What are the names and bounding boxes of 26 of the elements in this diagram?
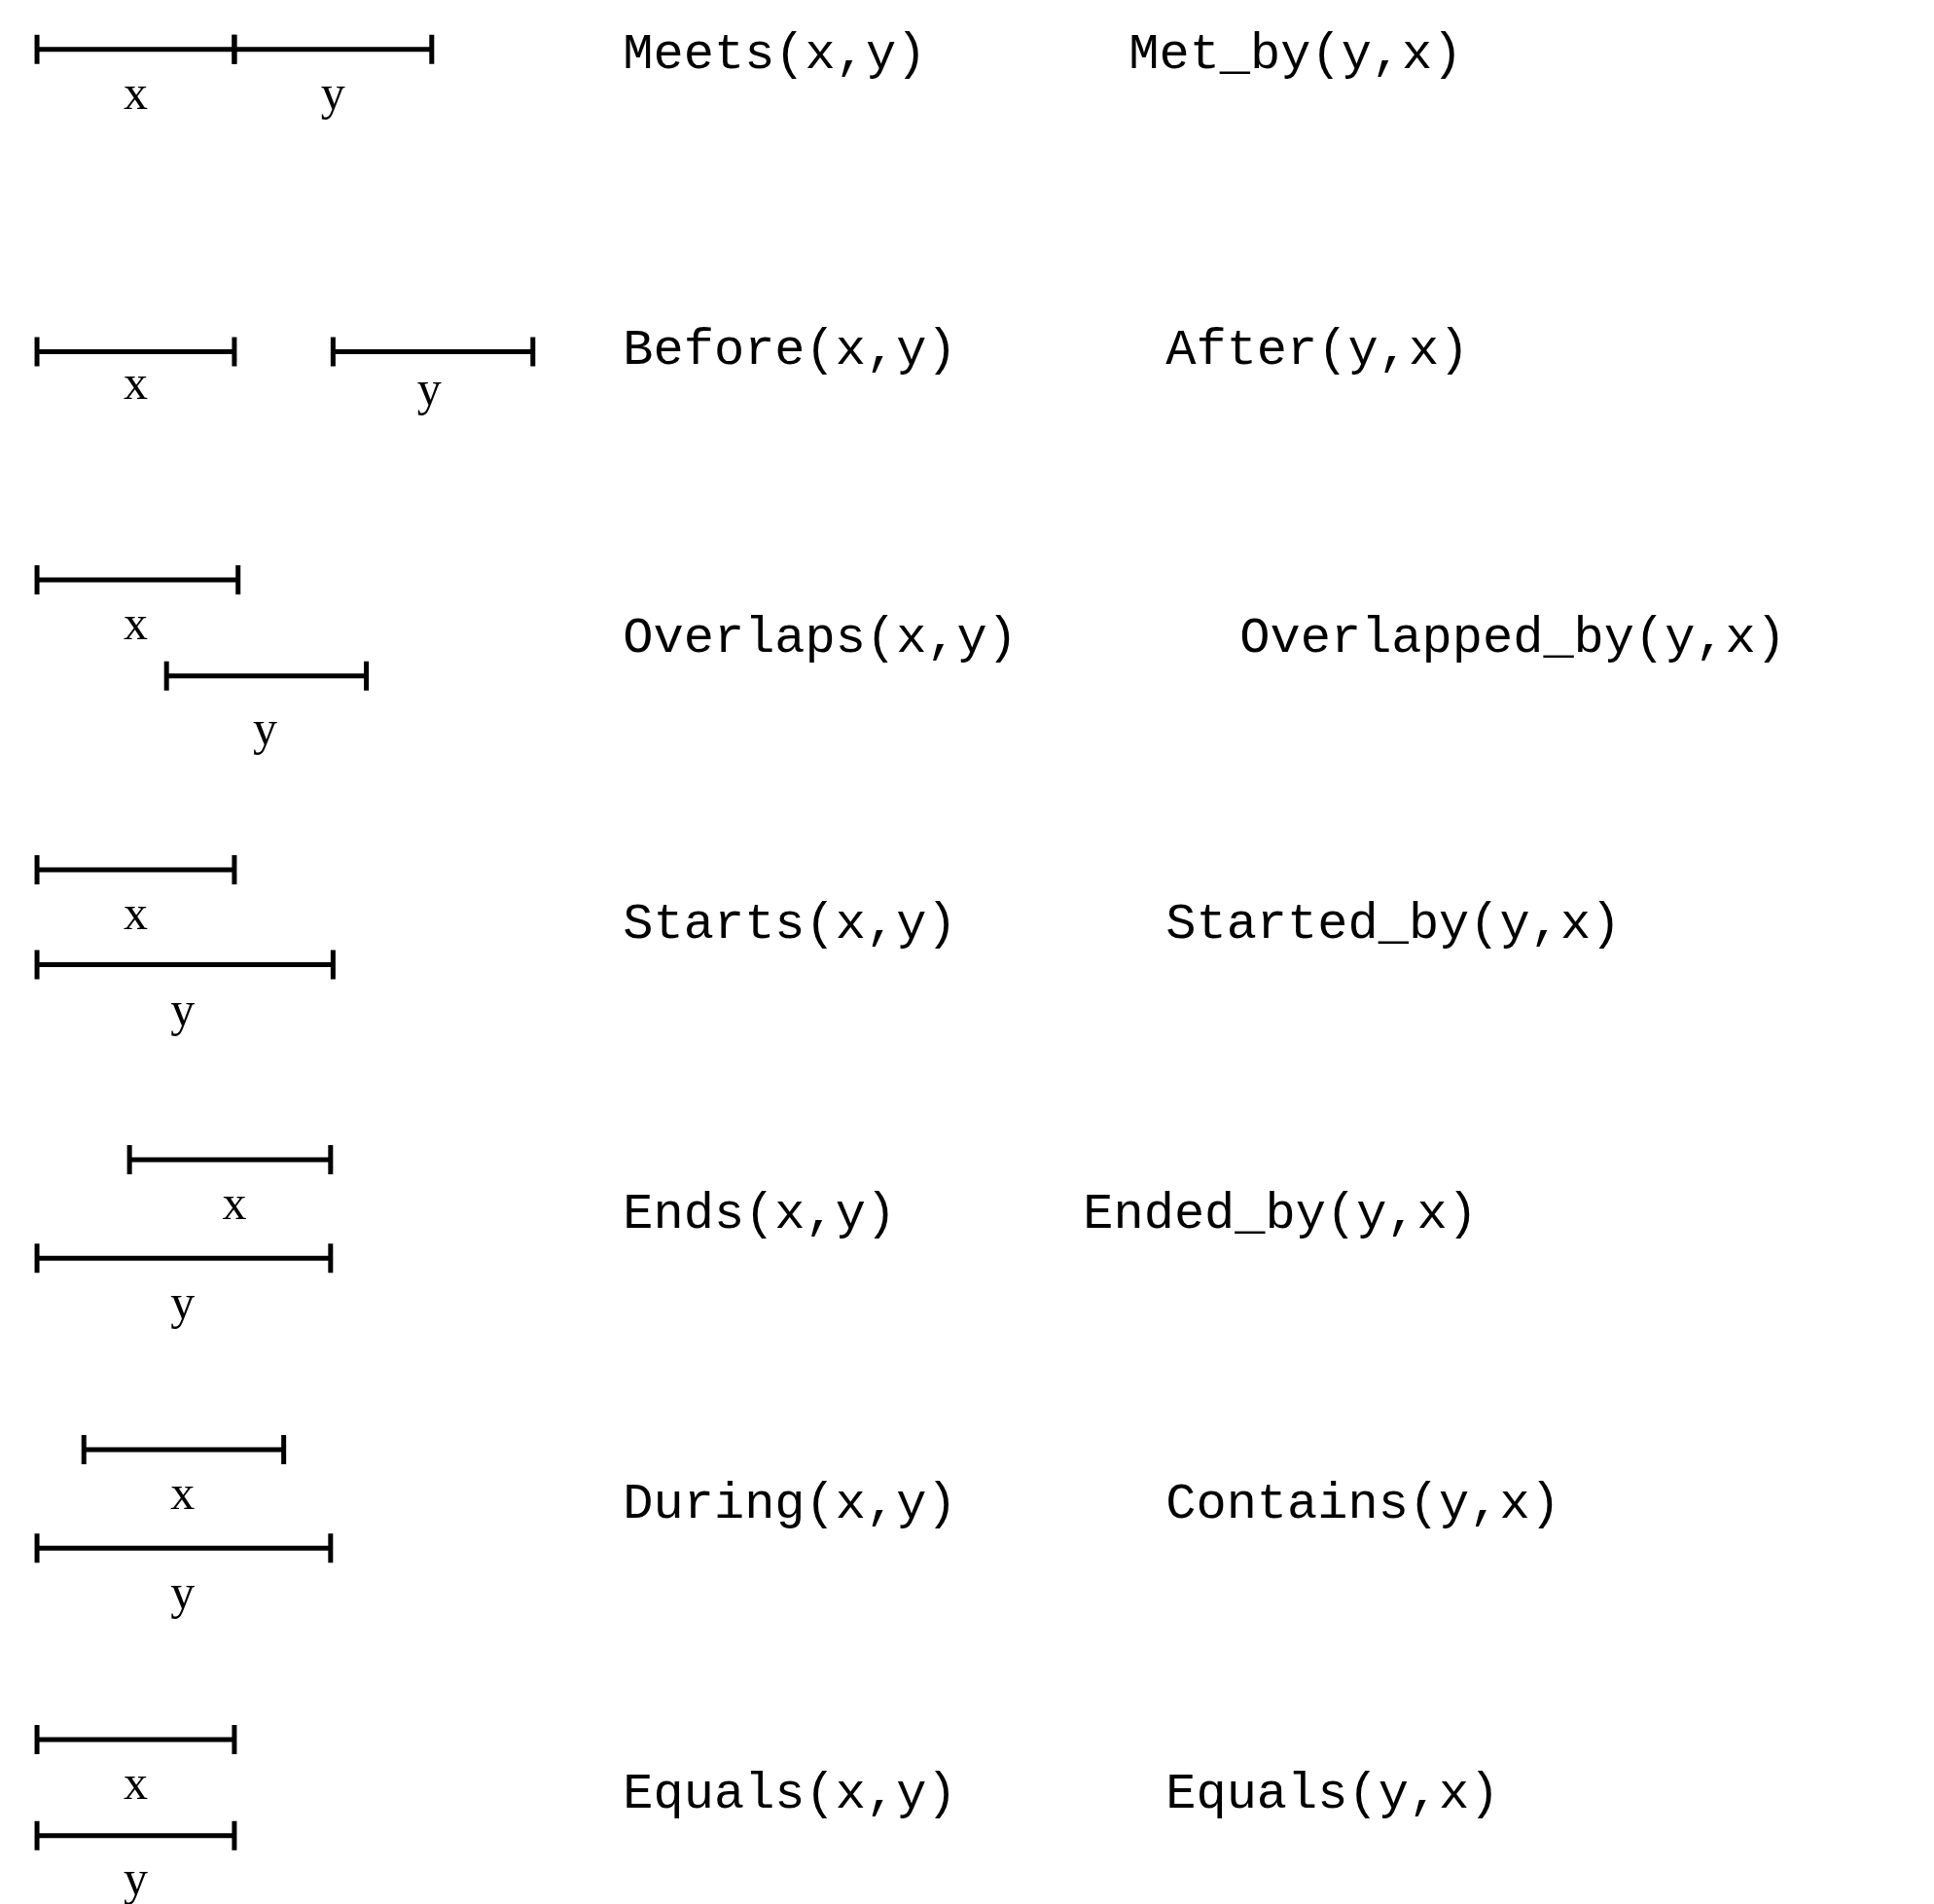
- relation-label: Ends(x,y): [623, 1189, 897, 1240]
- interval-label: y: [253, 703, 278, 753]
- interval-label: y: [123, 1852, 148, 1902]
- relation-label: Starts(x,y): [623, 900, 957, 951]
- relation-label: Contains(y,x): [1165, 1479, 1560, 1530]
- relation-label: Overlaps(x,y): [623, 613, 1018, 665]
- interval-label: x: [123, 888, 148, 938]
- interval-label: y: [416, 364, 442, 413]
- interval-label: x: [222, 1178, 247, 1228]
- relation-label: Started_by(y,x): [1165, 900, 1622, 951]
- relation-label: Equals(y,x): [1165, 1769, 1500, 1820]
- interval-label: y: [320, 68, 345, 118]
- interval-label: x: [123, 598, 148, 648]
- interval-label: x: [123, 358, 148, 408]
- relation-label: Ended_by(y,x): [1083, 1189, 1478, 1240]
- interval-label: x: [123, 68, 148, 118]
- relation-label: After(y,x): [1165, 326, 1470, 377]
- interval-label: x: [170, 1468, 196, 1518]
- relation-label: During(x,y): [623, 1479, 957, 1530]
- interval-label: y: [170, 985, 196, 1034]
- relation-label: Met_by(y,x): [1128, 30, 1463, 82]
- relation-label: Equals(x,y): [623, 1769, 957, 1820]
- relation-label: Overlapped_by(y,x): [1239, 613, 1787, 665]
- relation-label: Before(x,y): [623, 326, 957, 377]
- relation-label: Meets(x,y): [623, 30, 927, 82]
- interval-label: x: [123, 1758, 148, 1808]
